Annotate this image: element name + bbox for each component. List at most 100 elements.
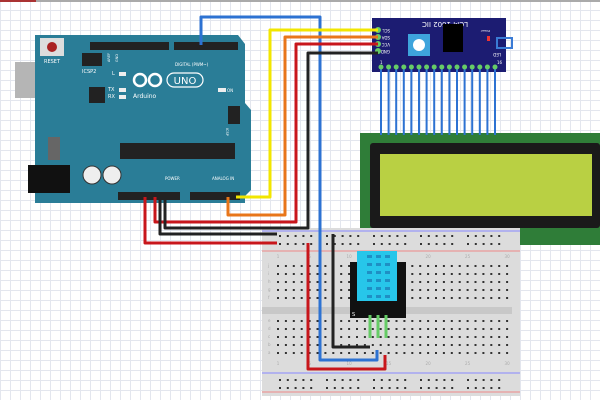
breadboard-hole[interactable]: [348, 336, 351, 338]
breadboard-hole[interactable]: [490, 265, 493, 267]
rail-hole[interactable]: [380, 379, 383, 381]
breadboard-hole[interactable]: [482, 344, 485, 346]
rail-hole[interactable]: [498, 235, 501, 237]
breadboard-hole[interactable]: [403, 320, 406, 322]
breadboard-hole[interactable]: [419, 297, 422, 299]
breadboard-hole[interactable]: [458, 320, 461, 322]
breadboard-hole[interactable]: [490, 297, 493, 299]
breadboard-hole[interactable]: [292, 273, 295, 275]
rail-hole[interactable]: [286, 243, 289, 245]
breadboard-hole[interactable]: [427, 281, 430, 283]
breadboard-hole[interactable]: [403, 336, 406, 338]
breadboard-hole[interactable]: [466, 297, 469, 299]
breadboard-hole[interactable]: [419, 352, 422, 354]
breadboard-hole[interactable]: [411, 273, 414, 275]
rail-hole[interactable]: [490, 387, 493, 389]
led-jumper[interactable]: [496, 37, 513, 49]
rail-hole[interactable]: [435, 379, 438, 381]
wire-red-rail[interactable]: [143, 197, 277, 245]
breadboard-hole[interactable]: [277, 265, 279, 267]
breadboard-hole[interactable]: [466, 320, 469, 322]
breadboard-hole[interactable]: [506, 344, 509, 346]
rail-hole[interactable]: [427, 379, 430, 381]
rail-hole[interactable]: [396, 235, 399, 237]
rail-hole[interactable]: [467, 235, 469, 237]
dht11-sensor[interactable]: S: [350, 251, 406, 338]
breadboard-hole[interactable]: [442, 336, 445, 338]
breadboard-hole[interactable]: [371, 344, 374, 346]
breadboard-hole[interactable]: [450, 320, 453, 322]
breadboard-hole[interactable]: [442, 297, 445, 299]
breadboard-hole[interactable]: [316, 344, 319, 346]
rail-hole[interactable]: [310, 379, 313, 381]
breadboard-hole[interactable]: [277, 352, 279, 354]
breadboard-hole[interactable]: [427, 320, 430, 322]
breadboard-hole[interactable]: [300, 273, 303, 275]
breadboard-hole[interactable]: [324, 328, 327, 330]
header-pin[interactable]: [477, 64, 483, 70]
rail-hole[interactable]: [474, 379, 477, 381]
breadboard-hole[interactable]: [284, 336, 287, 338]
breadboard-hole[interactable]: [379, 328, 382, 330]
breadboard-hole[interactable]: [482, 352, 485, 354]
rail-hole[interactable]: [404, 379, 407, 381]
breadboard-hole[interactable]: [435, 328, 437, 330]
breadboard-hole[interactable]: [419, 320, 422, 322]
breadboard-hole[interactable]: [277, 281, 279, 283]
breadboard-hole[interactable]: [427, 265, 430, 267]
breadboard-hole[interactable]: [506, 336, 509, 338]
breadboard-hole[interactable]: [308, 320, 311, 322]
breadboard-hole[interactable]: [450, 328, 453, 330]
wire-orange-sda[interactable]: [226, 35, 378, 217]
breadboard-hole[interactable]: [442, 328, 445, 330]
rail-hole[interactable]: [467, 243, 469, 245]
rail-hole[interactable]: [482, 235, 485, 237]
rail-hole[interactable]: [474, 387, 477, 389]
breadboard-hole[interactable]: [316, 320, 319, 322]
breadboard-hole[interactable]: [324, 265, 327, 267]
breadboard-hole[interactable]: [284, 265, 287, 267]
breadboard-hole[interactable]: [308, 289, 311, 291]
breadboard-hole[interactable]: [340, 281, 343, 283]
breadboard-hole[interactable]: [466, 265, 469, 267]
breadboard-hole[interactable]: [403, 328, 406, 330]
header-pin[interactable]: [401, 64, 407, 70]
breadboard-hole[interactable]: [340, 344, 343, 346]
breadboard-hole[interactable]: [379, 336, 382, 338]
breadboard-hole[interactable]: [324, 336, 327, 338]
header-pin[interactable]: [393, 64, 399, 70]
breadboard-hole[interactable]: [277, 273, 279, 275]
breadboard-hole[interactable]: [411, 297, 414, 299]
breadboard-hole[interactable]: [482, 336, 485, 338]
breadboard-hole[interactable]: [466, 344, 469, 346]
breadboard-hole[interactable]: [277, 320, 279, 322]
breadboard-hole[interactable]: [395, 344, 398, 346]
breadboard-hole[interactable]: [292, 352, 295, 354]
rail-hole[interactable]: [474, 243, 477, 245]
rail-hole[interactable]: [451, 235, 454, 237]
rail-hole[interactable]: [404, 235, 407, 237]
header-pin[interactable]: [431, 64, 437, 70]
breadboard-hole[interactable]: [363, 328, 366, 330]
breadboard-hole[interactable]: [474, 297, 477, 299]
breadboard-hole[interactable]: [292, 328, 295, 330]
rail-hole[interactable]: [427, 235, 430, 237]
breadboard-hole[interactable]: [403, 344, 406, 346]
breadboard-hole[interactable]: [363, 320, 366, 322]
rail-hole[interactable]: [396, 379, 399, 381]
rail-hole[interactable]: [341, 379, 344, 381]
rail-hole[interactable]: [286, 387, 289, 389]
breadboard-hole[interactable]: [348, 265, 351, 267]
breadboard-hole[interactable]: [340, 265, 343, 267]
breadboard-hole[interactable]: [458, 336, 461, 338]
rail-hole[interactable]: [357, 243, 360, 245]
breadboard-hole[interactable]: [458, 281, 461, 283]
wire-yellow-scl[interactable]: [236, 28, 378, 199]
breadboard-hole[interactable]: [490, 273, 493, 275]
breadboard-hole[interactable]: [308, 297, 311, 299]
breadboard-hole[interactable]: [427, 273, 430, 275]
breadboard-hole[interactable]: [498, 352, 501, 354]
rail-hole[interactable]: [286, 235, 289, 237]
breadboard-hole[interactable]: [450, 281, 453, 283]
